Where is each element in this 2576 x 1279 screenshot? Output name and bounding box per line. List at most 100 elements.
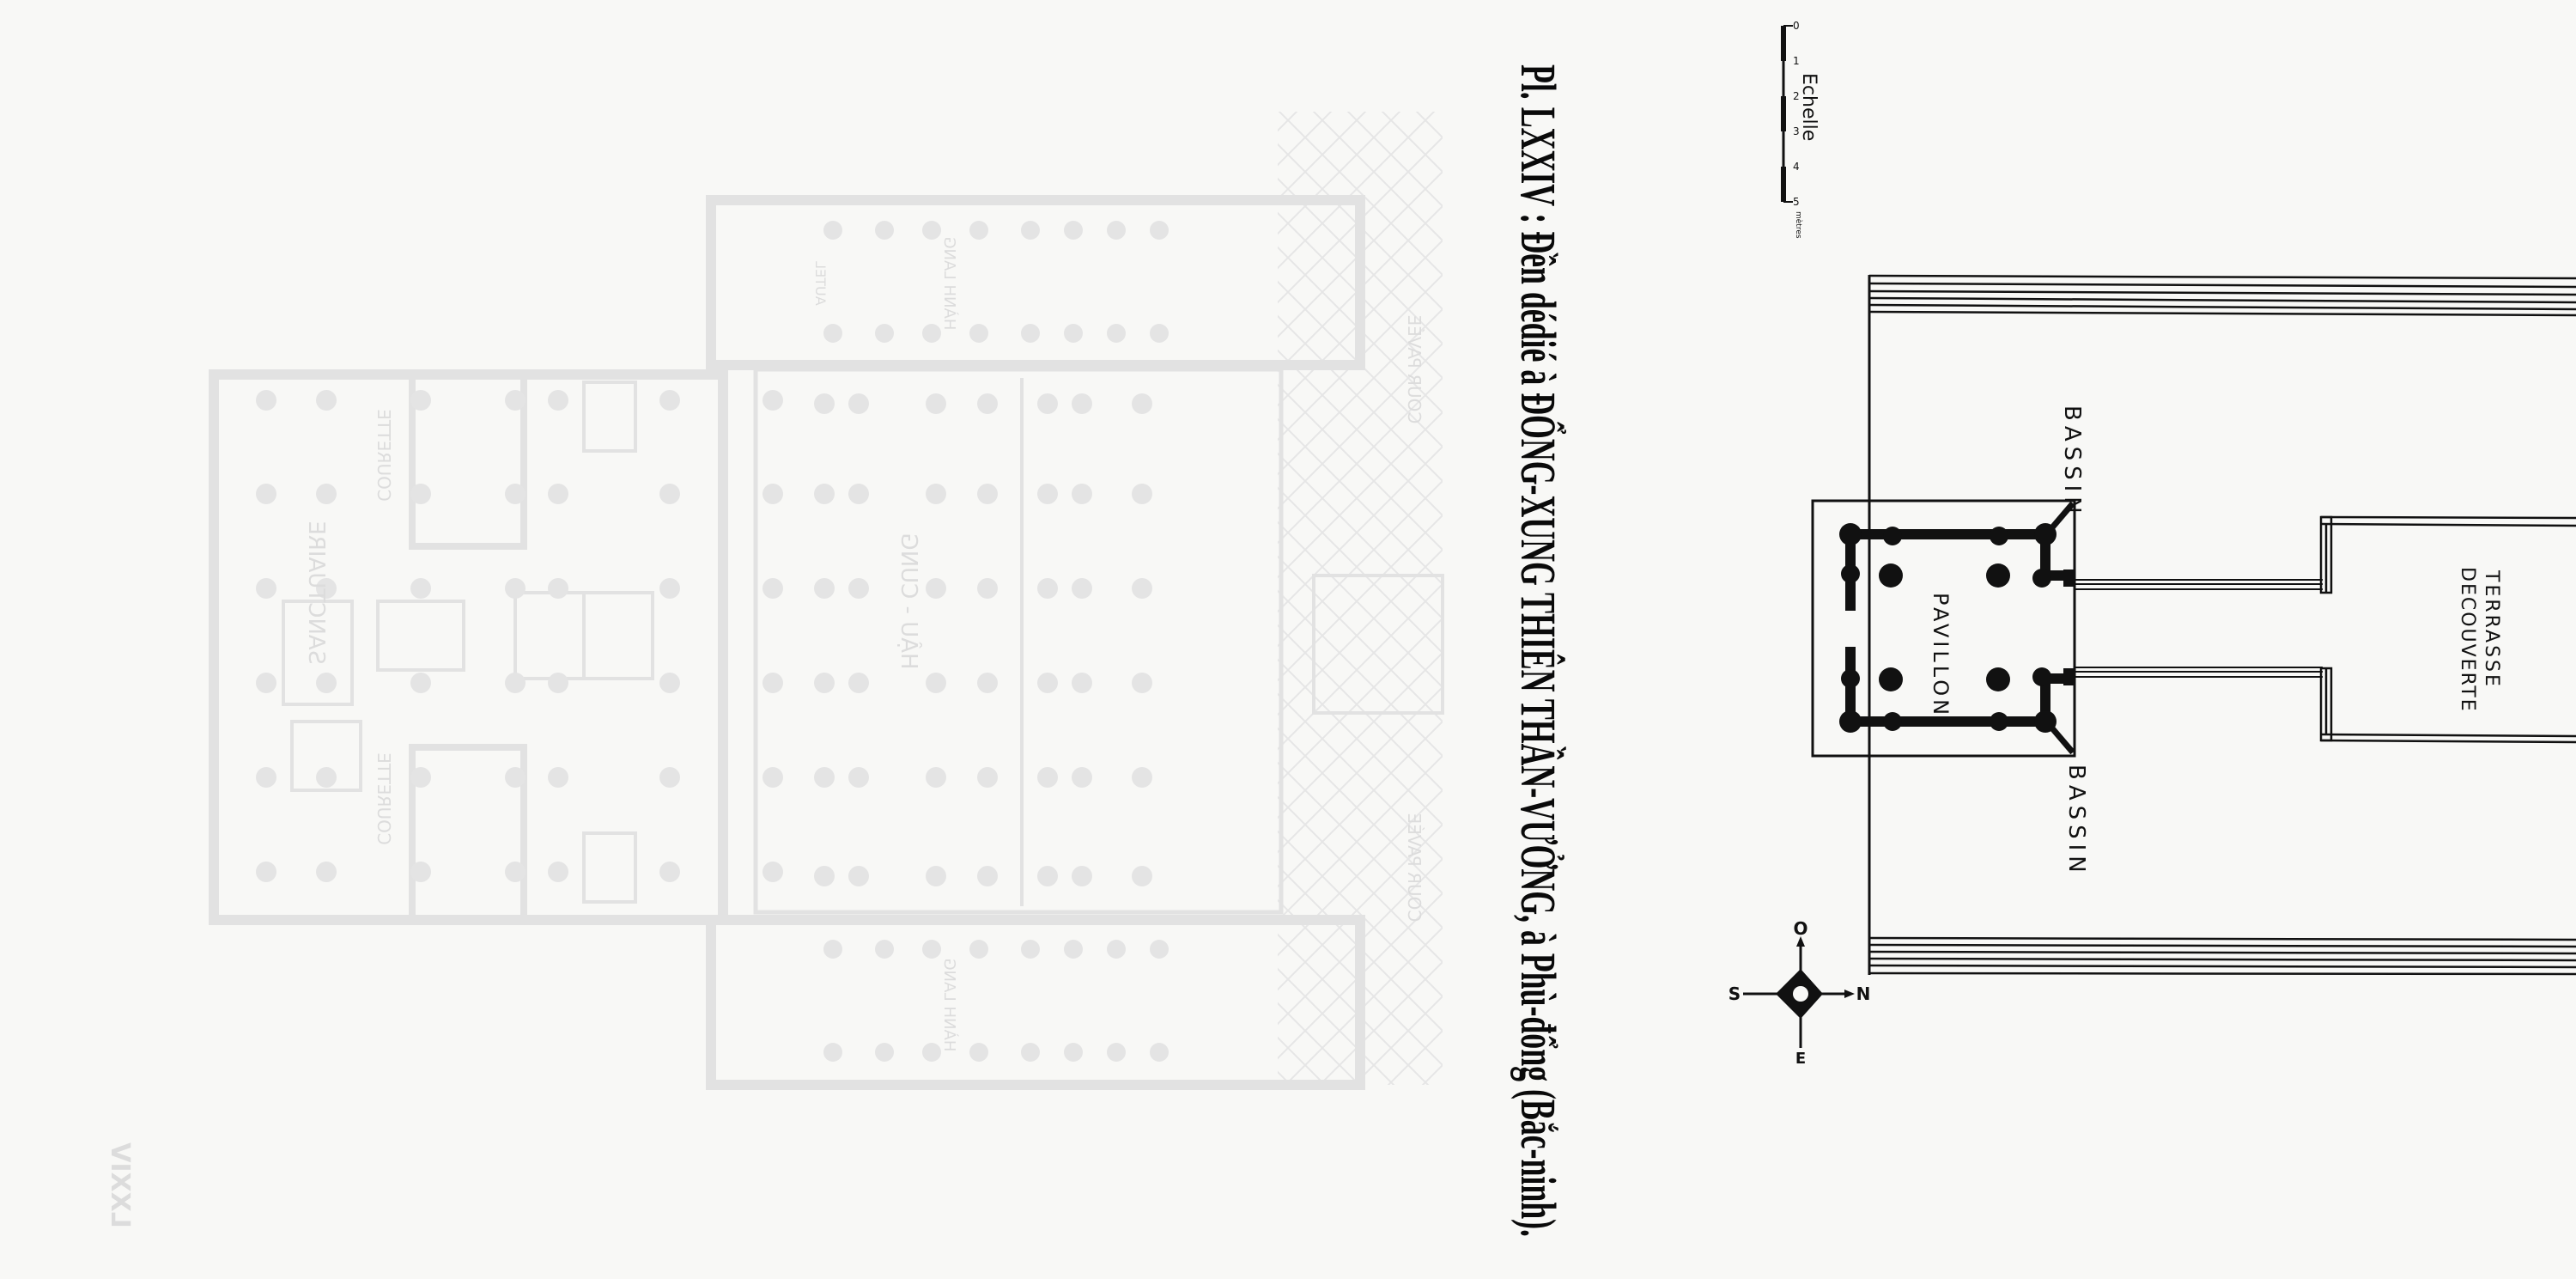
ghost-column: [875, 221, 894, 240]
ghost-column: [505, 673, 526, 693]
ghost-column: [875, 1043, 894, 1062]
ghost-bottom-wing: [706, 915, 1365, 1090]
ghost-column: [823, 1043, 842, 1062]
basin: BASSIN BASSIN: [1868, 274, 2576, 976]
ghost-column: [659, 484, 680, 504]
ghost-label-paved-court: COUR PAVÉE: [1404, 813, 1425, 923]
ghost-column: [548, 862, 568, 882]
ghost-label-gallery: HÀNH LANG: [940, 237, 959, 331]
ghost-column: [969, 1043, 988, 1062]
ghost-column: [548, 390, 568, 411]
scale-label: Echelle: [1798, 73, 1820, 141]
terrace-label: TERRASSE: [2481, 569, 2502, 689]
compass-west: O: [1793, 918, 1807, 939]
ghost-column: [823, 940, 842, 959]
ghost-column: [977, 866, 998, 886]
ghost-column: [926, 484, 946, 504]
scale-unit: mètres: [1794, 211, 1803, 239]
ghost-column: [548, 767, 568, 788]
ghost-column: [316, 578, 337, 599]
ghost-column: [316, 862, 337, 882]
ghost-column: [1037, 393, 1058, 414]
ghost-column: [316, 390, 337, 411]
ghost-column: [1072, 866, 1092, 886]
ghost-column: [1107, 221, 1126, 240]
ghost-column: [922, 324, 941, 343]
ghost-column: [1072, 673, 1092, 693]
ghost-column: [977, 673, 998, 693]
ghost-column: [256, 767, 276, 788]
ghost-column: [1037, 866, 1058, 886]
ghost-column: [1021, 324, 1040, 343]
ghost-column: [659, 673, 680, 693]
ghost-kiosk: [1312, 574, 1444, 715]
ghost-column: [1021, 1043, 1040, 1062]
ghost-column: [762, 862, 783, 882]
ghost-column: [1072, 393, 1092, 414]
ghost-column: [256, 578, 276, 599]
ghost-column: [1064, 1043, 1083, 1062]
ghost-column: [762, 578, 783, 599]
ghost-column: [256, 673, 276, 693]
ghost-column: [410, 484, 431, 504]
ghost-column: [1107, 1043, 1126, 1062]
pavilion: PAVILLON: [1811, 499, 2076, 758]
ghost-column: [926, 673, 946, 693]
ghost-column: [1037, 484, 1058, 504]
terrace: TERRASSE DECOUVERTE: [2319, 515, 2576, 744]
pavilion-columns: [1839, 523, 2057, 733]
ghost-column: [977, 393, 998, 414]
show-through-plan: LXXIV SANCTUAIRE COURETTE COURETTE HẬU -…: [105, 112, 1444, 1228]
ghost-column: [505, 484, 526, 504]
ghost-label-gallery: HÀNH LANG: [940, 959, 959, 1052]
ghost-column: [548, 578, 568, 599]
scale-tick: 3: [1793, 125, 1800, 137]
ghost-column: [1150, 1043, 1169, 1062]
ghost-column: [814, 866, 835, 886]
ghost-column: [1037, 578, 1058, 599]
ghost-column: [1107, 940, 1126, 959]
ghost-column: [814, 578, 835, 599]
scale-tick: 4: [1793, 161, 1800, 173]
basin-label-bottom: BASSIN: [2063, 764, 2089, 878]
ghost-column: [1037, 673, 1058, 693]
ghost-column: [922, 940, 941, 959]
ghost-column: [256, 862, 276, 882]
ghost-label-sanctuary: SANCTUAIRE: [303, 521, 329, 664]
ghost-column: [410, 862, 431, 882]
ghost-column: [926, 393, 946, 414]
ghost-column: [875, 940, 894, 959]
ghost-column: [1037, 767, 1058, 788]
scale-bar: 0 1 2 3 4 5 mètres Echelle: [1781, 20, 1820, 239]
ghost-column: [848, 578, 869, 599]
scale-tick: 0: [1793, 20, 1800, 32]
ghost-column: [1150, 324, 1169, 343]
scale-tick: 2: [1793, 90, 1800, 102]
ghost-column: [969, 940, 988, 959]
ghost-column: [1150, 940, 1169, 959]
ghost-column: [505, 578, 526, 599]
ghost-column: [1064, 940, 1083, 959]
ghost-label-courtyard: COURETTE: [374, 752, 394, 845]
ghost-plate-number: LXXIV: [105, 1142, 135, 1228]
ghost-label-paved-court: COUR PAVÉE: [1404, 315, 1425, 424]
ghost-top-wing: [706, 195, 1365, 370]
terrace-label-sub: DECOUVERTE: [2457, 567, 2478, 713]
ghost-column: [926, 767, 946, 788]
ghost-central-hall: [753, 367, 1284, 915]
scale-tick: 5: [1793, 196, 1800, 208]
ghost-column: [926, 866, 946, 886]
ghost-column: [1132, 673, 1152, 693]
ghost-column: [548, 673, 568, 693]
ghost-column: [922, 1043, 941, 1062]
ghost-column: [1132, 767, 1152, 788]
ghost-column: [1132, 484, 1152, 504]
ghost-columns: [256, 221, 1169, 1062]
ghost-column: [762, 484, 783, 504]
ghost-label-rear-hall: HẬU - CUNG: [896, 533, 923, 669]
ghost-column: [762, 390, 783, 411]
ghost-column: [977, 767, 998, 788]
ghost-label-courtyard: COURETTE: [374, 409, 394, 502]
ghost-column: [977, 578, 998, 599]
